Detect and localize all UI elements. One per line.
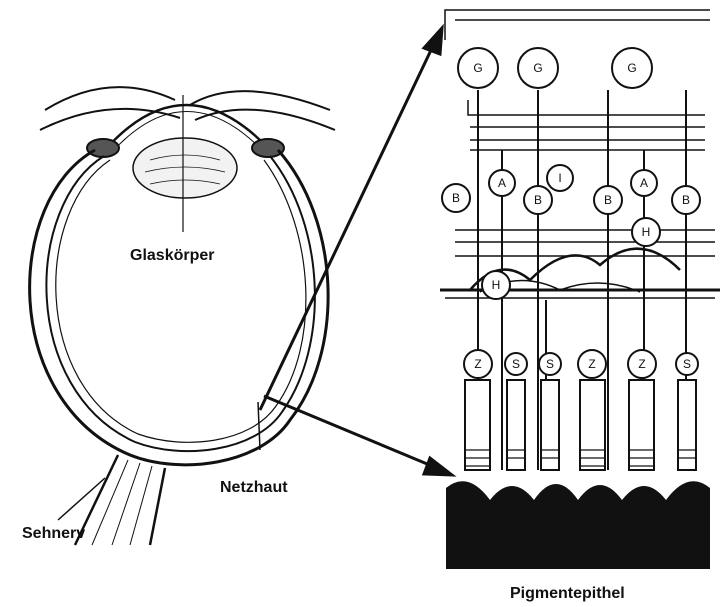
amacrine-label-2: A: [640, 176, 648, 190]
retina-layer: [56, 160, 306, 442]
label-pigment-epithelium: Pigmentepithel: [510, 585, 625, 602]
arrow-to-photoreceptors: [264, 396, 432, 466]
rod-label-2: S: [546, 357, 554, 371]
cone-label-1: Z: [474, 357, 481, 371]
bipolar-label-1: B: [452, 191, 460, 205]
rod-label-3: S: [683, 357, 691, 371]
bipolar-label-3: B: [604, 193, 612, 207]
lens: [133, 138, 237, 198]
cone-label-2: Z: [588, 357, 595, 371]
eye-cross-section: [30, 87, 335, 545]
label-optic-nerve: Sehnerv: [22, 525, 85, 542]
bipolar-label-2: B: [534, 193, 542, 207]
ganglion-label-3: G: [627, 61, 636, 75]
cone-label-3: Z: [638, 357, 645, 371]
label-vitreous: Glaskörper: [130, 247, 214, 264]
ganglion-label-1: G: [473, 61, 482, 75]
horizontal-label-1: H: [492, 278, 501, 292]
label-retina: Netzhaut: [220, 479, 288, 496]
pigment-epithelium-layer: [446, 481, 710, 569]
amacrine-label-1: A: [498, 176, 506, 190]
interplexiform-label: I: [558, 171, 561, 185]
photoreceptors: [465, 380, 696, 470]
pointer-arrows: [58, 28, 452, 520]
choroid: [46, 156, 314, 451]
rod-label-1: S: [512, 357, 520, 371]
retina-magnified: G G G A I A B B B B H H Z S S Z Z S: [440, 10, 720, 569]
bipolar-label-4: B: [682, 193, 690, 207]
horizontal-label-2: H: [642, 225, 651, 239]
arrow-to-neural-layers: [260, 48, 432, 410]
ganglion-label-2: G: [533, 61, 542, 75]
